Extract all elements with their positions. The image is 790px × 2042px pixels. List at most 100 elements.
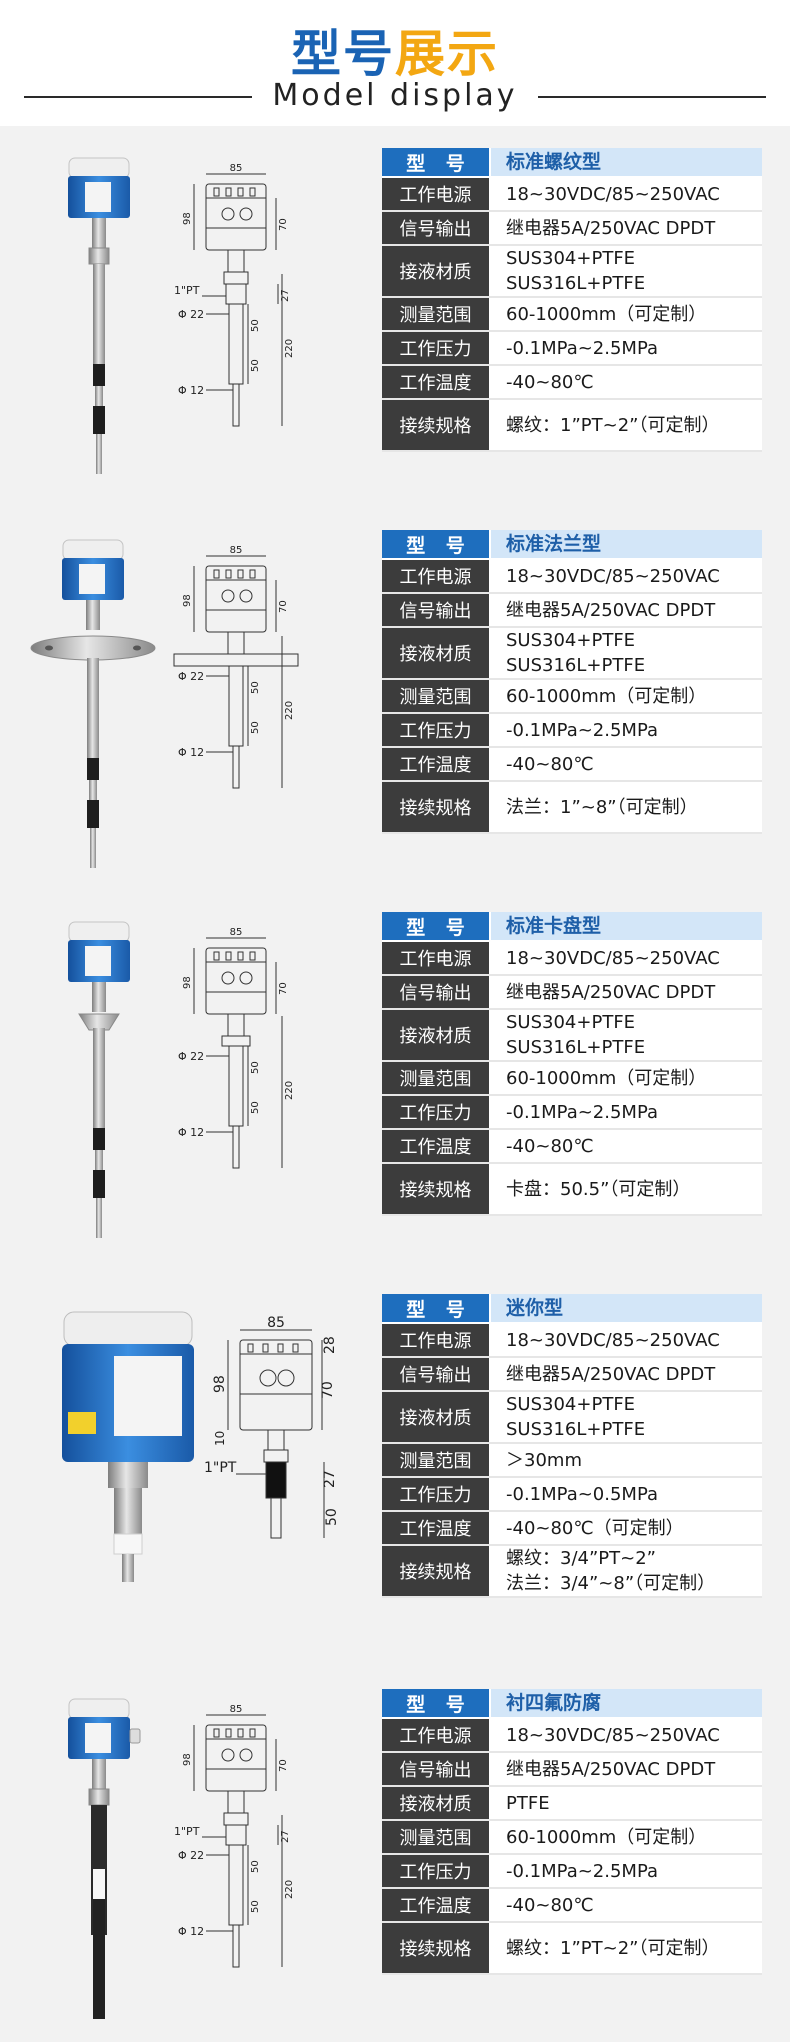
model-header-char: 号 [445, 1298, 465, 1321]
probe-tip-outline [232, 1125, 240, 1169]
thread-outline [225, 283, 247, 305]
spec-row: 工作压力-0.1MPa~0.5MPa [382, 1478, 762, 1512]
probe-rod [93, 264, 105, 364]
dim-50-label: 50 [250, 1101, 261, 1114]
nameplate [79, 564, 105, 594]
spec-value-line: SUS316L+PTFE [506, 1037, 646, 1058]
spec-value-line: 继电器5A/250VAC DPDT [506, 599, 716, 621]
spec-value-line: 18~30VDC/85~250VAC [506, 183, 720, 205]
spec-value-line: 18~30VDC/85~250VAC [506, 565, 720, 587]
adjust-knob [239, 971, 253, 985]
model-header-char: 型 [406, 1298, 426, 1321]
vent-slot [237, 187, 244, 197]
ptfe-insulator [93, 364, 105, 386]
spec-value-line: -40~80℃ [506, 371, 594, 393]
thread-label: 1"PT [174, 284, 200, 297]
housing-cap [63, 1311, 193, 1347]
spec-label: 接液材质 [382, 1787, 491, 1819]
spec-value: 18~30VDC/85~250VAC [491, 1324, 762, 1356]
spec-label: 测量范围 [382, 680, 491, 712]
probe-rod [87, 658, 99, 758]
dim-height-28-label: 28 [322, 1336, 338, 1354]
probe-rod [95, 1150, 103, 1170]
clamp-outline [221, 1035, 251, 1047]
probe-outline [270, 1497, 282, 1539]
ptfe-insulator [93, 1170, 105, 1198]
product-photo [68, 921, 130, 1238]
dim-50-label: 50 [250, 681, 261, 694]
spec-value-line: PTFE [506, 1792, 550, 1814]
housing-cap [62, 539, 124, 561]
dim-50-label: 50 [250, 721, 261, 734]
spec-header-row: 型号标准卡盘型 [382, 912, 762, 942]
probe-tip-outline [232, 383, 240, 427]
model-header-label: 型号 [382, 148, 491, 176]
dia-12-label: Φ 12 [178, 384, 204, 397]
spec-value-line: 继电器5A/250VAC DPDT [506, 217, 716, 239]
spec-value-line: 60-1000mm（可定制） [506, 685, 707, 707]
vent-slot [292, 1343, 299, 1353]
spec-row: 测量范围 60-1000mm（可定制） [382, 680, 762, 714]
spec-row: 测量范围 ＞30mm [382, 1444, 762, 1478]
probe-outline [228, 1844, 244, 1926]
ptfe-insulator [87, 800, 99, 828]
spec-label: 工作温度 [382, 748, 491, 780]
dim-27-label: 27 [322, 1470, 338, 1488]
spec-row: 工作压力-0.1MPa~2.5MPa [382, 714, 762, 748]
cable-gland [129, 1728, 141, 1744]
ptfe-insulator [93, 1869, 105, 1899]
dim-220-label: 220 [284, 339, 295, 358]
ptfe-insulator [113, 1533, 143, 1555]
spec-value-line: 18~30VDC/85~250VAC [506, 947, 720, 969]
dim-220-label: 220 [284, 701, 295, 720]
spec-row: 工作压力-0.1MPa~2.5MPa [382, 332, 762, 366]
spec-label: 测量范围 [382, 1444, 491, 1476]
vent-slot [225, 187, 232, 197]
neck-outline [227, 1790, 245, 1814]
ptfe-insulator [87, 758, 99, 780]
page-header: 型号展示 Model display [0, 0, 790, 126]
spec-label: 工作电源 [382, 1719, 491, 1751]
probe-tip [93, 1899, 105, 2019]
spec-label: 测量范围 [382, 1062, 491, 1094]
spec-label: 工作温度 [382, 1130, 491, 1162]
spec-row: 信号输出继电器5A/250VAC DPDT [382, 212, 762, 246]
spec-row: 工作温度-40~80℃ [382, 1130, 762, 1164]
dim-height-70-label: 70 [278, 218, 289, 231]
spec-row: 信号输出继电器5A/250VAC DPDT [382, 1753, 762, 1787]
probe-tip-outline [232, 1924, 240, 1968]
spec-label: 工作温度 [382, 366, 491, 398]
model-name: 衬四氟防腐 [491, 1689, 762, 1717]
model-header-char: 型 [406, 916, 426, 939]
spec-value: 继电器5A/250VAC DPDT [491, 212, 762, 244]
dim-height-98-label: 98 [182, 212, 193, 225]
spec-value-line: 60-1000mm（可定制） [506, 1826, 707, 1848]
neck-outline [227, 1013, 245, 1037]
probe-tip [96, 1198, 102, 1238]
spec-row: 信号输出继电器5A/250VAC DPDT [382, 594, 762, 628]
model-name: 标准螺纹型 [491, 148, 762, 176]
spec-value-line: 60-1000mm（可定制） [506, 303, 707, 325]
spec-label: 接续规格 [382, 782, 491, 832]
dia-22-label: Φ 22 [178, 1050, 204, 1063]
dim-height-10-label: 10 [213, 1431, 227, 1446]
spec-label: 工作电源 [382, 1324, 491, 1356]
spec-row: 工作温度-40~80℃ [382, 748, 762, 782]
spec-header-row: 型号迷你型 [382, 1294, 762, 1324]
spec-value-line: SUS316L+PTFE [506, 1419, 646, 1440]
spec-value-line: ＞30mm [506, 1449, 582, 1471]
warning-label [68, 1412, 96, 1434]
thread [114, 1488, 142, 1534]
spec-value-line: SUS316L+PTFE [506, 655, 646, 676]
adjust-knob [277, 1369, 295, 1387]
vent-slot [213, 569, 220, 579]
model-header-label: 型号 [382, 1294, 491, 1322]
neck [92, 218, 106, 248]
